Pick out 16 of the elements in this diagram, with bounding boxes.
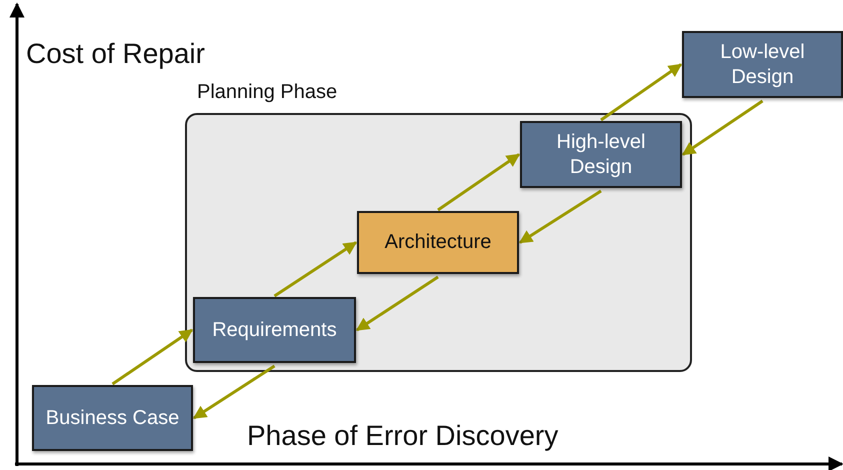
arrow: [274, 241, 358, 298]
arrow: [112, 328, 194, 386]
axis-title: Cost of Repair: [26, 38, 205, 70]
axis-title: Phase of Error Discovery: [247, 420, 558, 452]
arrow: [437, 153, 520, 212]
arrow: [192, 364, 276, 420]
phase-box: Requirements: [193, 297, 356, 363]
highlighted-phase-box: Architecture: [357, 211, 519, 274]
arrow: [356, 276, 439, 332]
arrow: [518, 190, 602, 244]
arrow: [682, 100, 764, 156]
phase-box: Business Case: [32, 385, 193, 451]
phase-box: Low-level Design: [682, 31, 843, 98]
group-title: Planning Phase: [197, 81, 338, 104]
phase-box: High-level Design: [520, 121, 682, 188]
arrow: [600, 63, 682, 122]
